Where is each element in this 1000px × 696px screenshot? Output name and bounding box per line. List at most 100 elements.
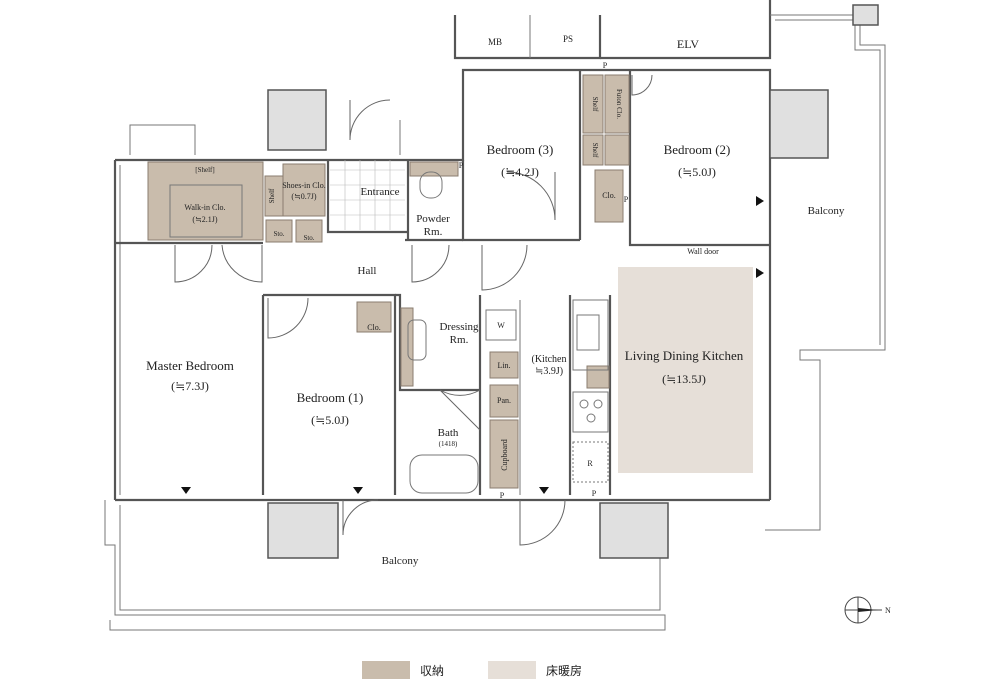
bedroom2-size: (≒5.0J) xyxy=(678,165,716,179)
burner-icon xyxy=(586,413,596,423)
bedroom1-name: Bedroom (1) xyxy=(297,390,364,405)
cupboard-label: Cupboard xyxy=(500,439,509,471)
kitchen-name: (Kitchen xyxy=(532,354,567,365)
shelf-label-vertical: Shelf xyxy=(591,97,599,112)
futon-closet-storage xyxy=(604,74,630,134)
p-label: P xyxy=(592,489,597,498)
bedroom3-size: (≒4.2J) xyxy=(501,165,539,179)
window-marker xyxy=(353,487,363,494)
toilet-icon xyxy=(419,171,443,199)
walkin-name: Walk-in Clo. xyxy=(184,203,225,212)
bedroom2-name: Bedroom (2) xyxy=(664,142,731,157)
shelf-label-vertical: Shelf xyxy=(268,188,276,203)
linen-storage xyxy=(489,351,519,379)
master-bedroom-name: Master Bedroom xyxy=(146,358,234,373)
shelf-label-vertical: Shelf xyxy=(591,143,599,158)
bath-label: Bath xyxy=(438,427,459,439)
shoes-shelf-storage xyxy=(264,175,284,217)
kitchen-counter xyxy=(572,299,609,371)
kitchen-small-storage xyxy=(586,365,610,389)
legend-storage-label: 収納 xyxy=(420,664,444,678)
walls xyxy=(104,0,886,631)
sto-label: Sto. xyxy=(273,230,284,238)
closet-bedroom2-storage xyxy=(594,169,624,223)
walk-in-closet-storage xyxy=(147,161,264,241)
cupboard-storage xyxy=(489,419,519,489)
refrigerator-label: R xyxy=(587,459,593,468)
powder-label-2: Rm. xyxy=(424,226,443,238)
powder-shelf-storage xyxy=(409,161,459,177)
mb-label: MB xyxy=(488,37,502,47)
doors xyxy=(174,74,653,546)
p-label: P xyxy=(624,195,629,204)
ps-label: PS xyxy=(563,34,573,44)
ldk-size: (≒13.5J) xyxy=(662,372,706,386)
dressing-label-1: Dressing xyxy=(439,321,479,333)
bedroom1-size: (≒5.0J) xyxy=(311,413,349,427)
hall-label: Hall xyxy=(358,265,377,277)
storage-small xyxy=(604,134,630,166)
clo-label: Clo. xyxy=(367,323,381,332)
shelf-storage-2 xyxy=(582,134,604,166)
stove-icon xyxy=(572,391,609,433)
entrance-tiles xyxy=(330,160,405,230)
master-bedroom-size: (≒7.3J) xyxy=(171,379,209,393)
kitchen-sink-icon xyxy=(576,314,600,351)
window-marker xyxy=(756,196,764,206)
sink-icon xyxy=(407,319,427,361)
powder-label-1: Powder xyxy=(416,213,450,225)
storage-sto-2 xyxy=(295,219,323,243)
burner-icon xyxy=(579,399,589,409)
bathtub-icon xyxy=(409,454,479,494)
clo-label: Clo. xyxy=(602,191,616,200)
pillar xyxy=(769,89,829,159)
entrance-label: Entrance xyxy=(360,186,399,198)
washer-label: W xyxy=(497,321,505,330)
linen-label: Lin. xyxy=(497,361,510,370)
bedroom3-name: Bedroom (3) xyxy=(487,142,554,157)
window-marker xyxy=(539,487,549,494)
legend-floor-heating-swatch xyxy=(488,661,536,679)
pantry-storage xyxy=(489,384,519,418)
compass-north-label: N xyxy=(885,606,891,615)
dressing-label-2: Rm. xyxy=(450,334,469,346)
washer-icon xyxy=(485,309,517,341)
legend-floor-heating-label: 床暖房 xyxy=(546,663,582,678)
compass: N xyxy=(844,596,891,624)
futon-label: Futon Clo. xyxy=(615,89,623,119)
shelf-label: [Shelf] xyxy=(195,166,214,174)
dressing-shelf-storage xyxy=(400,307,414,387)
bath-size: (1418) xyxy=(439,440,458,448)
pillar xyxy=(267,502,339,559)
ldk-name: Living Dining Kitchen xyxy=(625,348,744,363)
walkin-size: (≒2.1J) xyxy=(192,215,217,224)
pillar xyxy=(599,502,669,559)
burner-icon xyxy=(593,399,603,409)
storage-sto-1 xyxy=(265,219,293,243)
shoesin-size: (≒0.7J) xyxy=(291,192,316,201)
pantry-label: Pan. xyxy=(497,396,511,405)
pillar xyxy=(852,4,879,26)
elv-label: ELV xyxy=(677,37,700,51)
p-label: P xyxy=(603,61,608,70)
kitchen-size: ≒3.9J) xyxy=(535,366,563,377)
legend-storage-swatch xyxy=(362,661,410,679)
shelf-storage-1 xyxy=(582,74,604,134)
sto-label: Sto. xyxy=(303,234,314,242)
refrigerator-space xyxy=(572,441,609,483)
floor-heating-area xyxy=(618,267,753,473)
window-marker xyxy=(756,268,764,278)
balcony-south-label: Balcony xyxy=(382,555,419,567)
balcony-east-label: Balcony xyxy=(808,205,845,217)
p-label: P xyxy=(459,161,464,170)
p-label: P xyxy=(500,491,505,500)
window-marker xyxy=(181,487,191,494)
shoesin-name: Shoes-in Clo. xyxy=(282,181,326,190)
walk-in-closet-inner xyxy=(169,184,243,238)
shoes-in-closet-storage xyxy=(282,163,326,217)
legend: 収納 床暖房 xyxy=(362,661,582,679)
wall-door-label: Wall door xyxy=(687,247,719,256)
pillar xyxy=(267,89,327,151)
closet-bedroom1-storage xyxy=(356,301,392,333)
